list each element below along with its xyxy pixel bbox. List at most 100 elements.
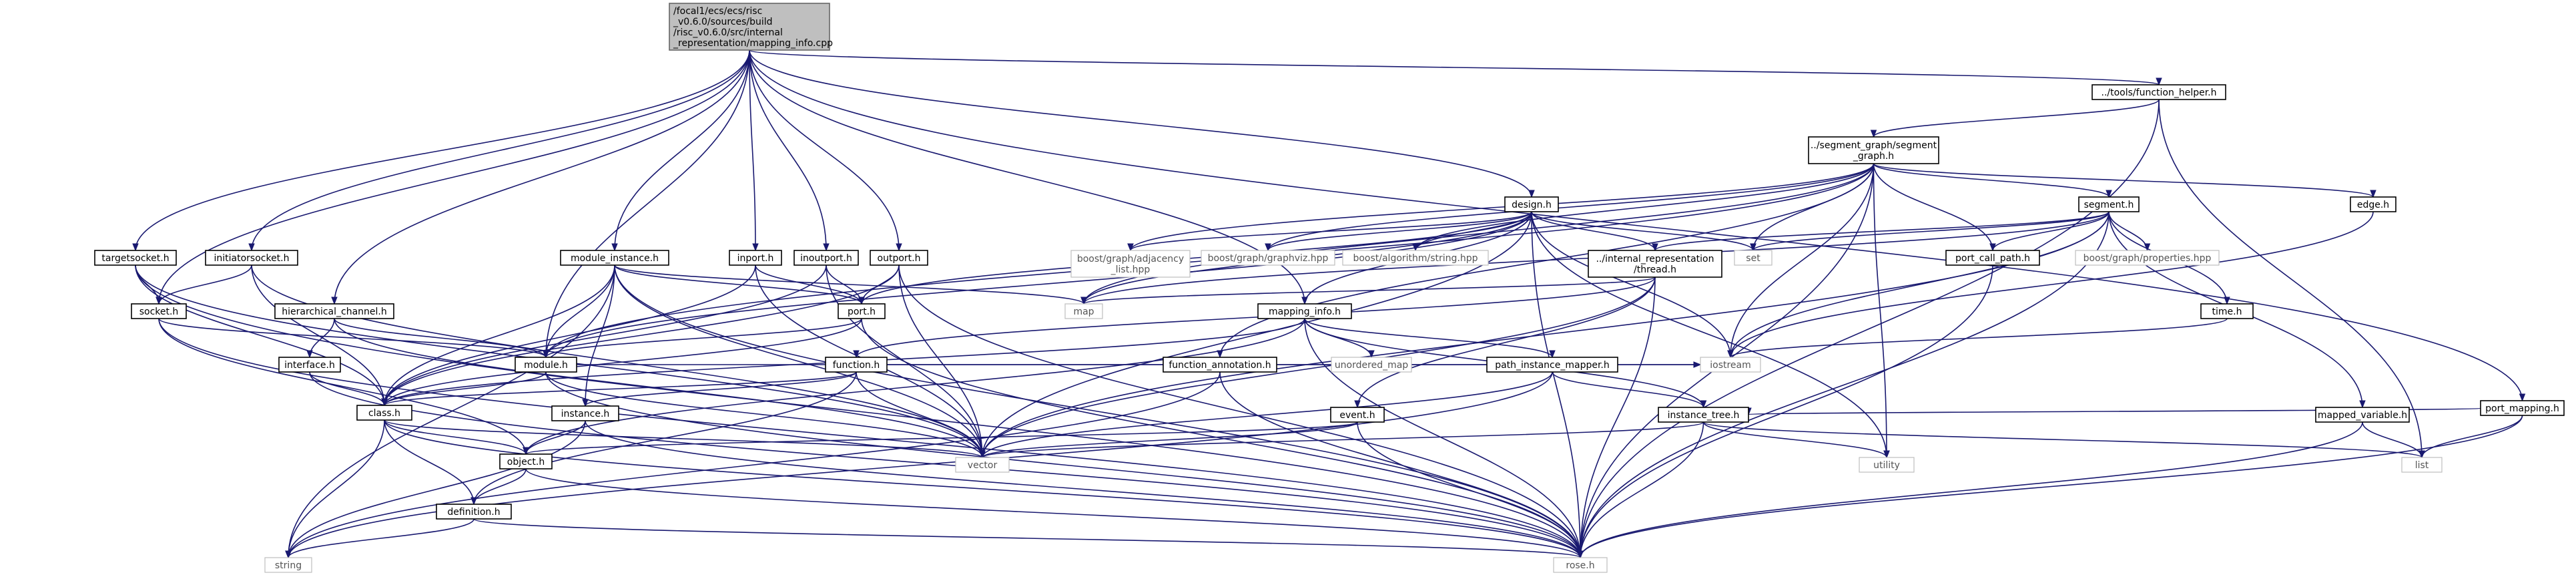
node-mapping-info-h[interactable]: mapping_info.h [1257, 303, 1352, 319]
edge-arrowhead [1080, 297, 1087, 305]
node-boost-props: boost/graph/properties.hpp [2075, 250, 2220, 266]
edge-mapping_info-to-initiatorsocket [251, 49, 750, 251]
edge-mapping_info-to-outport [749, 49, 900, 251]
edge-port-to-class [384, 318, 862, 406]
node-box [1342, 250, 1489, 266]
node-box [1330, 407, 1385, 423]
edge-function_helper-to-rose [1580, 99, 2160, 558]
node-mapped-variable[interactable]: mapped_variable.h [2315, 407, 2410, 423]
edge-thread-to-function [856, 276, 1656, 358]
edge-thread-to-map [1083, 276, 1656, 305]
node-port-mapping[interactable]: port_mapping.h [2480, 400, 2565, 416]
edge-port_mapping-to-instance_tree [1748, 407, 2481, 415]
edge-instance-to-object [525, 420, 586, 455]
edge-mapping_info-to-module [545, 49, 750, 358]
node-definition[interactable]: definition.h [436, 504, 512, 520]
edge-arrowhead [1354, 400, 1361, 409]
node-module-instance[interactable]: module_instance.h [560, 250, 669, 266]
edge-instance_tree-to-rose [1580, 421, 1704, 558]
node-label-line: rose.h [1566, 560, 1594, 571]
node-function[interactable]: function.h [825, 357, 888, 373]
node-box [264, 557, 312, 573]
edge-function-to-instance [585, 371, 857, 407]
edge-object-to-definition [473, 468, 527, 505]
edge-function_annotation-to-string [288, 371, 1221, 558]
edge-arrowhead [285, 550, 292, 559]
node-design[interactable]: design.h [1504, 196, 1559, 212]
node-inport[interactable]: inport.h [729, 250, 782, 266]
node-label-line: boost/graph/properties.hpp [2083, 253, 2212, 264]
edge-arrowhead [2419, 450, 2425, 459]
node-module[interactable]: module.h [515, 357, 577, 373]
edge-function-to-class [384, 371, 857, 406]
node-object[interactable]: object.h [499, 453, 553, 469]
edge-instance_tree-to-vector [982, 421, 1704, 458]
node-outport[interactable]: outport.h [870, 250, 928, 266]
edge-initiatorsocket-to-class [251, 264, 385, 406]
node-path-instance-mapper[interactable]: path_instance_mapper.h [1486, 357, 1618, 373]
edge-arrowhead [1265, 243, 1271, 252]
edge-arrowhead [752, 243, 759, 252]
edge-arrowhead [1368, 350, 1375, 359]
edge-class-to-rose [384, 419, 1581, 558]
node-inoutport[interactable]: inoutport.h [793, 250, 859, 266]
node-initiatorsocket[interactable]: initiatorsocket.h [205, 250, 298, 266]
node-socket[interactable]: socket.h [131, 303, 187, 319]
edge-segment-to-port_call_path [1992, 211, 2110, 251]
node-mapping-info[interactable]: /focal1/ecs/ecs/risc_v0.6.0/sources/buil… [669, 3, 833, 51]
edge-segment_graph-to-edge [1873, 163, 2374, 198]
edge-design-to-set [1531, 211, 1754, 251]
node-label-line: event.h [1339, 410, 1375, 421]
node-box [2315, 407, 2410, 423]
node-segment[interactable]: segment.h [2078, 196, 2140, 212]
edge-arrowhead [2106, 190, 2112, 198]
node-time[interactable]: time.h [2200, 303, 2254, 319]
edge-arrowhead [611, 243, 618, 252]
node-instance-tree[interactable]: instance_tree.h [1658, 407, 1749, 423]
node-event[interactable]: event.h [1330, 407, 1385, 423]
edge-segment_graph-to-map [1083, 163, 1875, 305]
edge-path_instance_mapper-to-string [288, 371, 1553, 558]
node-label-line: mapped_variable.h [2318, 410, 2407, 421]
node-label-line: boost/graph/adjacency [1077, 254, 1184, 264]
edge-arrowhead [2519, 393, 2526, 402]
edge-mapping_info-to-inport [749, 49, 756, 251]
node-box [1257, 303, 1352, 319]
edge-arrowhead [2224, 297, 2230, 305]
node-label-line: port_mapping.h [2485, 403, 2559, 414]
edge-segment_graph-to-segment [1873, 163, 2110, 198]
node-label-line: unordered_map [1335, 360, 1408, 371]
edge-arrowhead [2156, 77, 2162, 86]
node-function-annotation[interactable]: function_annotation.h [1163, 357, 1277, 373]
node-segment-graph[interactable]: ../segment_graph/segment_graph.h [1808, 136, 1939, 164]
edge-arrowhead [2144, 243, 2151, 252]
node-instance[interactable]: instance.h [551, 405, 619, 421]
node-class[interactable]: class.h [356, 405, 412, 421]
node-hierarchical-channel[interactable]: hierarchical_channel.h [274, 303, 394, 319]
node-label-line: function.h [833, 360, 880, 371]
node-port-call-path[interactable]: port_call_path.h [1945, 250, 2040, 266]
edge-design-to-port [861, 211, 1532, 305]
node-interface[interactable]: interface.h [278, 357, 341, 373]
node-thread[interactable]: ../internal_representation/thread.h [1588, 250, 1722, 278]
node-label-line: boost/graph/graphviz.hpp [1208, 253, 1329, 264]
node-box [274, 303, 394, 319]
edge-event-to-object [525, 421, 1358, 455]
node-box [1504, 196, 1559, 212]
edge-interface-to-class [309, 371, 385, 406]
node-boost-adj: boost/graph/adjacency_list.hpp [1070, 250, 1191, 278]
node-label-line: ../internal_representation [1596, 254, 1714, 264]
node-box [1808, 136, 1939, 164]
edge-initiatorsocket-to-socket [158, 264, 252, 305]
edge-time-to-iostream [1730, 318, 2228, 358]
node-function-helper[interactable]: ../tools/function_helper.h [2091, 84, 2226, 100]
node-port[interactable]: port.h [838, 303, 886, 319]
edge-mapping_info_h-to-rose [1304, 318, 1581, 558]
edge-class-to-vector [384, 419, 983, 458]
edge-design-to-module [545, 211, 1532, 358]
node-edge[interactable]: edge.h [2350, 196, 2396, 212]
node-box [1734, 250, 1773, 266]
node-targetsocket[interactable]: targetsocket.h [94, 250, 177, 266]
node-label-line: _representation/mapping_info.cpp [673, 38, 833, 49]
node-label-line: _list.hpp [1110, 264, 1151, 275]
